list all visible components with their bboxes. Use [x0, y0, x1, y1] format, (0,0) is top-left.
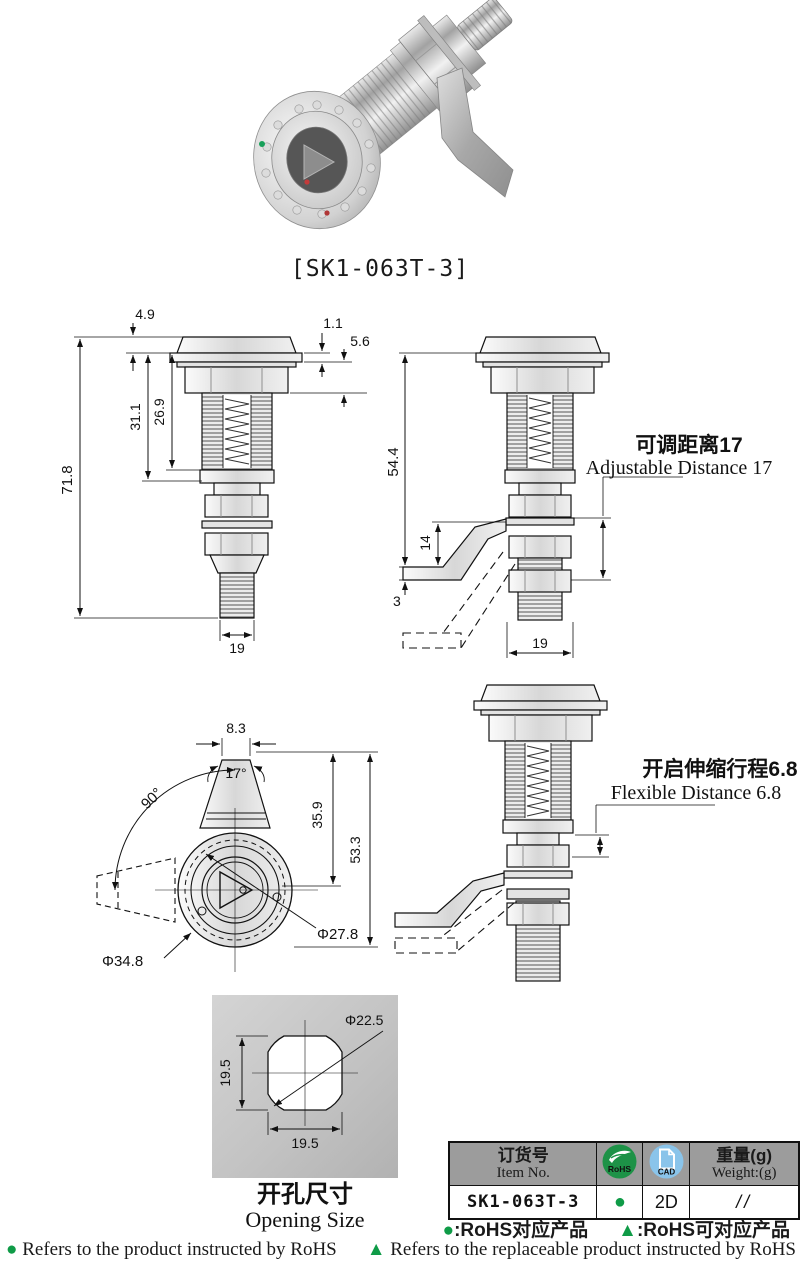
- dim-label-53-3: 53.3: [347, 836, 363, 863]
- product-photo: [253, 0, 514, 230]
- dim-label-31-1: 31.1: [127, 403, 143, 430]
- rohs-footer: ● Refers to the product instructed by Ro…: [6, 1239, 796, 1261]
- dim-label-19: 19: [229, 640, 245, 656]
- spring-symbol: [224, 398, 250, 465]
- dim-label-4-9: 4.9: [135, 306, 155, 322]
- opening-caption-cn: 开孔尺寸: [257, 1181, 353, 1208]
- flexible-note-en: Flexible Distance 6.8: [611, 782, 782, 804]
- dim-label-35-9: 35.9: [309, 801, 325, 828]
- dim-label-54-4: 54.4: [385, 447, 402, 476]
- dim-label-3: 3: [393, 593, 401, 609]
- dim-label-14: 14: [417, 535, 433, 551]
- flange-face-photo: [253, 90, 381, 230]
- dim-label-5-6: 5.6: [350, 333, 370, 349]
- cad-icon: CAD: [649, 1144, 684, 1179]
- dim-label-19b: 19: [532, 635, 548, 651]
- phantom-arm: [402, 551, 516, 649]
- rohs-header-cell: RoHS: [596, 1141, 644, 1186]
- phantom-arm: [394, 889, 515, 954]
- red-indicator-dot-2: [324, 210, 330, 216]
- dim-label-26-9: 26.9: [151, 398, 167, 425]
- footer-triangle-symbol: ▲: [366, 1239, 386, 1260]
- flexible-view-drawing: 开启伸缩行程6.8 Flexible Distance 6.8: [394, 684, 798, 982]
- angle-label-90: 90°: [138, 785, 166, 813]
- rohs-value-cell: ●: [596, 1185, 644, 1220]
- spring-symbol: [526, 745, 550, 817]
- spring-symbol: [528, 397, 552, 464]
- item-no-header-cell: 订货号 Item No.: [448, 1141, 598, 1186]
- product-model-caption: [SK1-063T-3]: [290, 256, 470, 282]
- adjustable-note-en: Adjustable Distance 17: [586, 457, 773, 479]
- legend-dot-label-cn: :RoHS对应产品: [454, 1220, 589, 1241]
- angle-label-17: 17°: [225, 765, 246, 781]
- item-no-header-en: Item No.: [496, 1165, 550, 1181]
- flexible-note-cn: 开启伸缩行程6.8: [642, 757, 798, 781]
- item-no-value: SK1-063T-3: [448, 1185, 598, 1220]
- adjustable-view-drawing: 54.4 14 3 19 可调距离17 Adjustable Distance …: [385, 336, 773, 658]
- weight-value-cell: //: [689, 1185, 800, 1220]
- dia-label-27-8: Φ27.8: [317, 926, 358, 943]
- weight-header-en: Weight:(g): [711, 1165, 777, 1181]
- footer-triangle-note: ▲ Refers to the replaceable product inst…: [367, 1239, 796, 1261]
- rohs-legend: ●:RoHS对应产品 ▲:RoHS可对应产品: [443, 1215, 790, 1242]
- weight-header-cn: 重量(g): [716, 1146, 773, 1165]
- front-view-drawing: 71.8 4.9 1.1 5.6 31.1 26.9 19: [60, 306, 370, 656]
- rohs-dot: ●: [613, 1190, 626, 1213]
- cad-header-cell: CAD: [642, 1141, 691, 1186]
- dim-label-71-8: 71.8: [60, 465, 76, 494]
- spec-table: 订货号 Item No. RoHS CAD: [448, 1141, 800, 1220]
- opening-caption: 开孔尺寸 Opening Size: [212, 1182, 398, 1232]
- svg-text:RoHS: RoHS: [608, 1164, 631, 1174]
- legend-dot-symbol: ●: [442, 1220, 455, 1241]
- legend-triangle-label-cn: :RoHS可对应产品: [636, 1220, 790, 1241]
- dim-label-1-1: 1.1: [323, 315, 343, 331]
- spec-table-header-row: 订货号 Item No. RoHS CAD: [448, 1141, 800, 1186]
- green-indicator-dot: [259, 141, 265, 147]
- rohs-icon: RoHS: [602, 1144, 637, 1179]
- bottom-view-drawing: 90° 17° 8.3 35.9 53.3 Φ34.8 Φ27.8: [96, 720, 378, 972]
- latch-arm-photo: [436, 67, 514, 198]
- legend-triangle-symbol: ▲: [618, 1220, 637, 1241]
- dia-label-34-8: Φ34.8: [102, 953, 143, 970]
- opening-size-drawing: 19.5 19.5 Φ22.5: [212, 995, 398, 1178]
- adjustable-note-cn: 可调距离17: [635, 433, 742, 457]
- footer-dot-symbol: ●: [6, 1239, 18, 1260]
- dim-label-19-5-v: 19.5: [217, 1059, 233, 1086]
- dim-label-8-3: 8.3: [226, 720, 246, 736]
- opening-caption-en: Opening Size: [245, 1207, 365, 1232]
- spec-table-data-row: SK1-063T-3 ● 2D //: [448, 1185, 800, 1220]
- red-indicator-dot: [304, 179, 310, 185]
- footer-triangle-label-en: Refers to the replaceable product instru…: [390, 1239, 796, 1260]
- cad-value-cell: 2D: [642, 1185, 691, 1220]
- svg-text:CAD: CAD: [658, 1168, 676, 1177]
- item-no-header-cn: 订货号: [497, 1146, 549, 1165]
- footer-dot-note: ● Refers to the product instructed by Ro…: [6, 1239, 337, 1261]
- footer-dot-label-en: Refers to the product instructed by RoHS: [22, 1239, 337, 1260]
- bearing-balls: [261, 100, 376, 219]
- dim-label-19-5-h: 19.5: [291, 1135, 318, 1151]
- dia-label-22-5: Φ22.5: [345, 1012, 384, 1028]
- weight-header-cell: 重量(g) Weight:(g): [689, 1141, 800, 1186]
